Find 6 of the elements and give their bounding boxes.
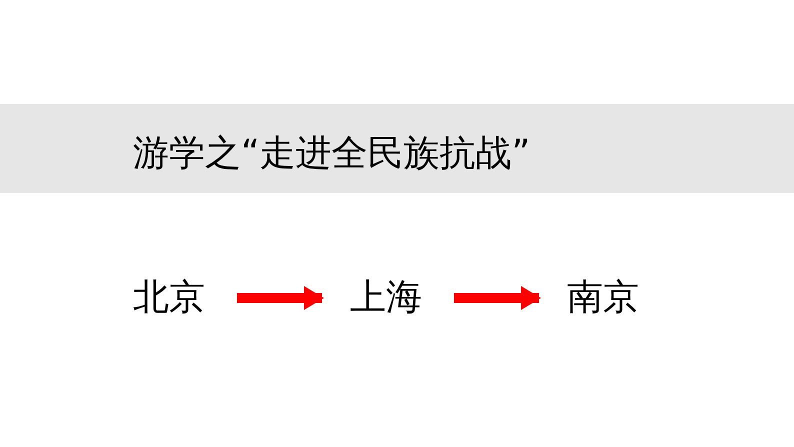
city-label: 上海 bbox=[350, 275, 422, 321]
title: 游学之“走进全民族抗战” bbox=[133, 132, 530, 176]
arrow bbox=[454, 286, 541, 310]
arrow bbox=[237, 286, 324, 310]
city-label: 南京 bbox=[567, 275, 639, 321]
city-label: 北京 bbox=[133, 275, 205, 321]
